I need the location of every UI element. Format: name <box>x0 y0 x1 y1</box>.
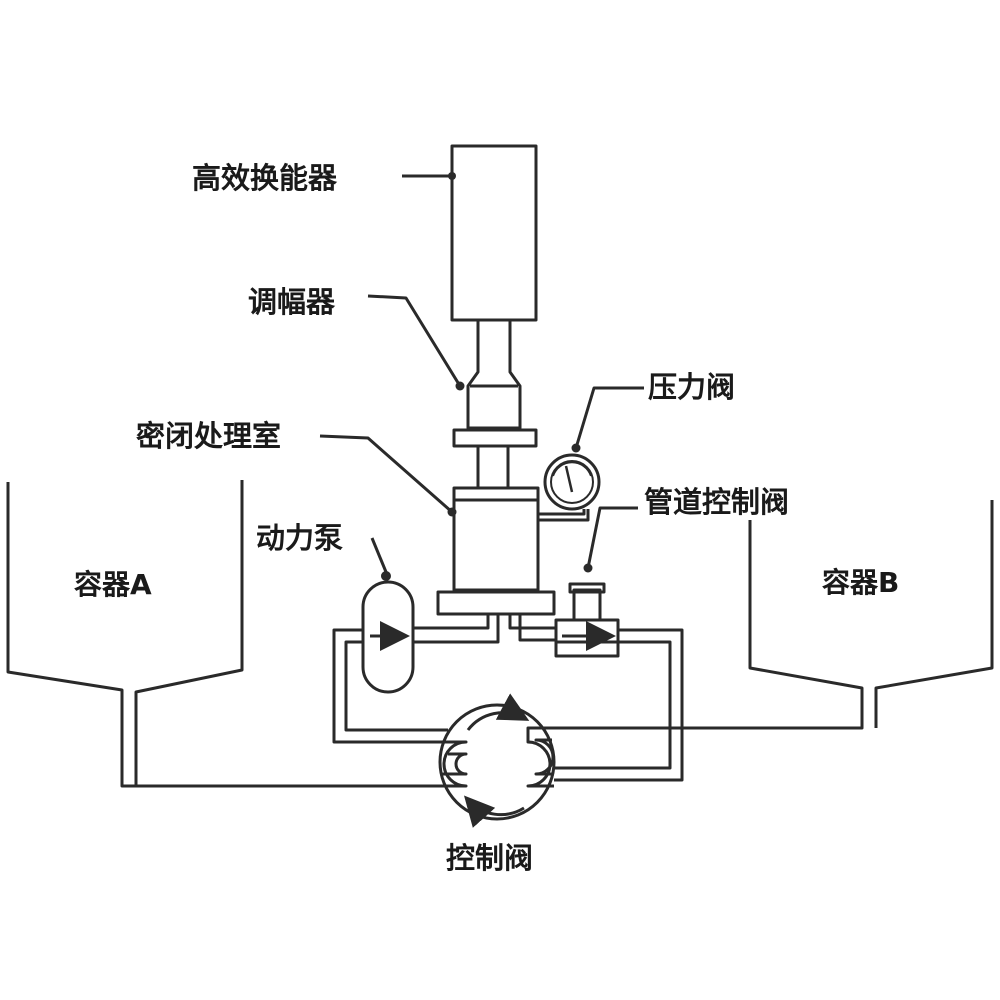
booster <box>466 320 522 430</box>
pipe-control-valve <box>554 618 620 658</box>
transducer <box>450 144 538 322</box>
label-container-b: 容器B <box>822 566 899 599</box>
label-pump: 动力泵 <box>256 521 343 555</box>
pressure-gauge <box>543 453 601 511</box>
label-booster: 调幅器 <box>248 285 336 319</box>
container-a <box>6 480 440 788</box>
label-pipe-valve: 管道控制阀 <box>644 485 789 519</box>
sealed-chamber <box>452 486 540 592</box>
label-container-a: 容器A <box>74 568 152 601</box>
label-transducer: 高效换能器 <box>192 161 338 195</box>
label-control-valve: 控制阀 <box>446 841 533 875</box>
power-pump <box>361 580 415 694</box>
label-pressure-valve: 压力阀 <box>648 370 735 404</box>
label-chamber: 密闭处理室 <box>136 419 281 453</box>
container-b <box>552 500 994 730</box>
